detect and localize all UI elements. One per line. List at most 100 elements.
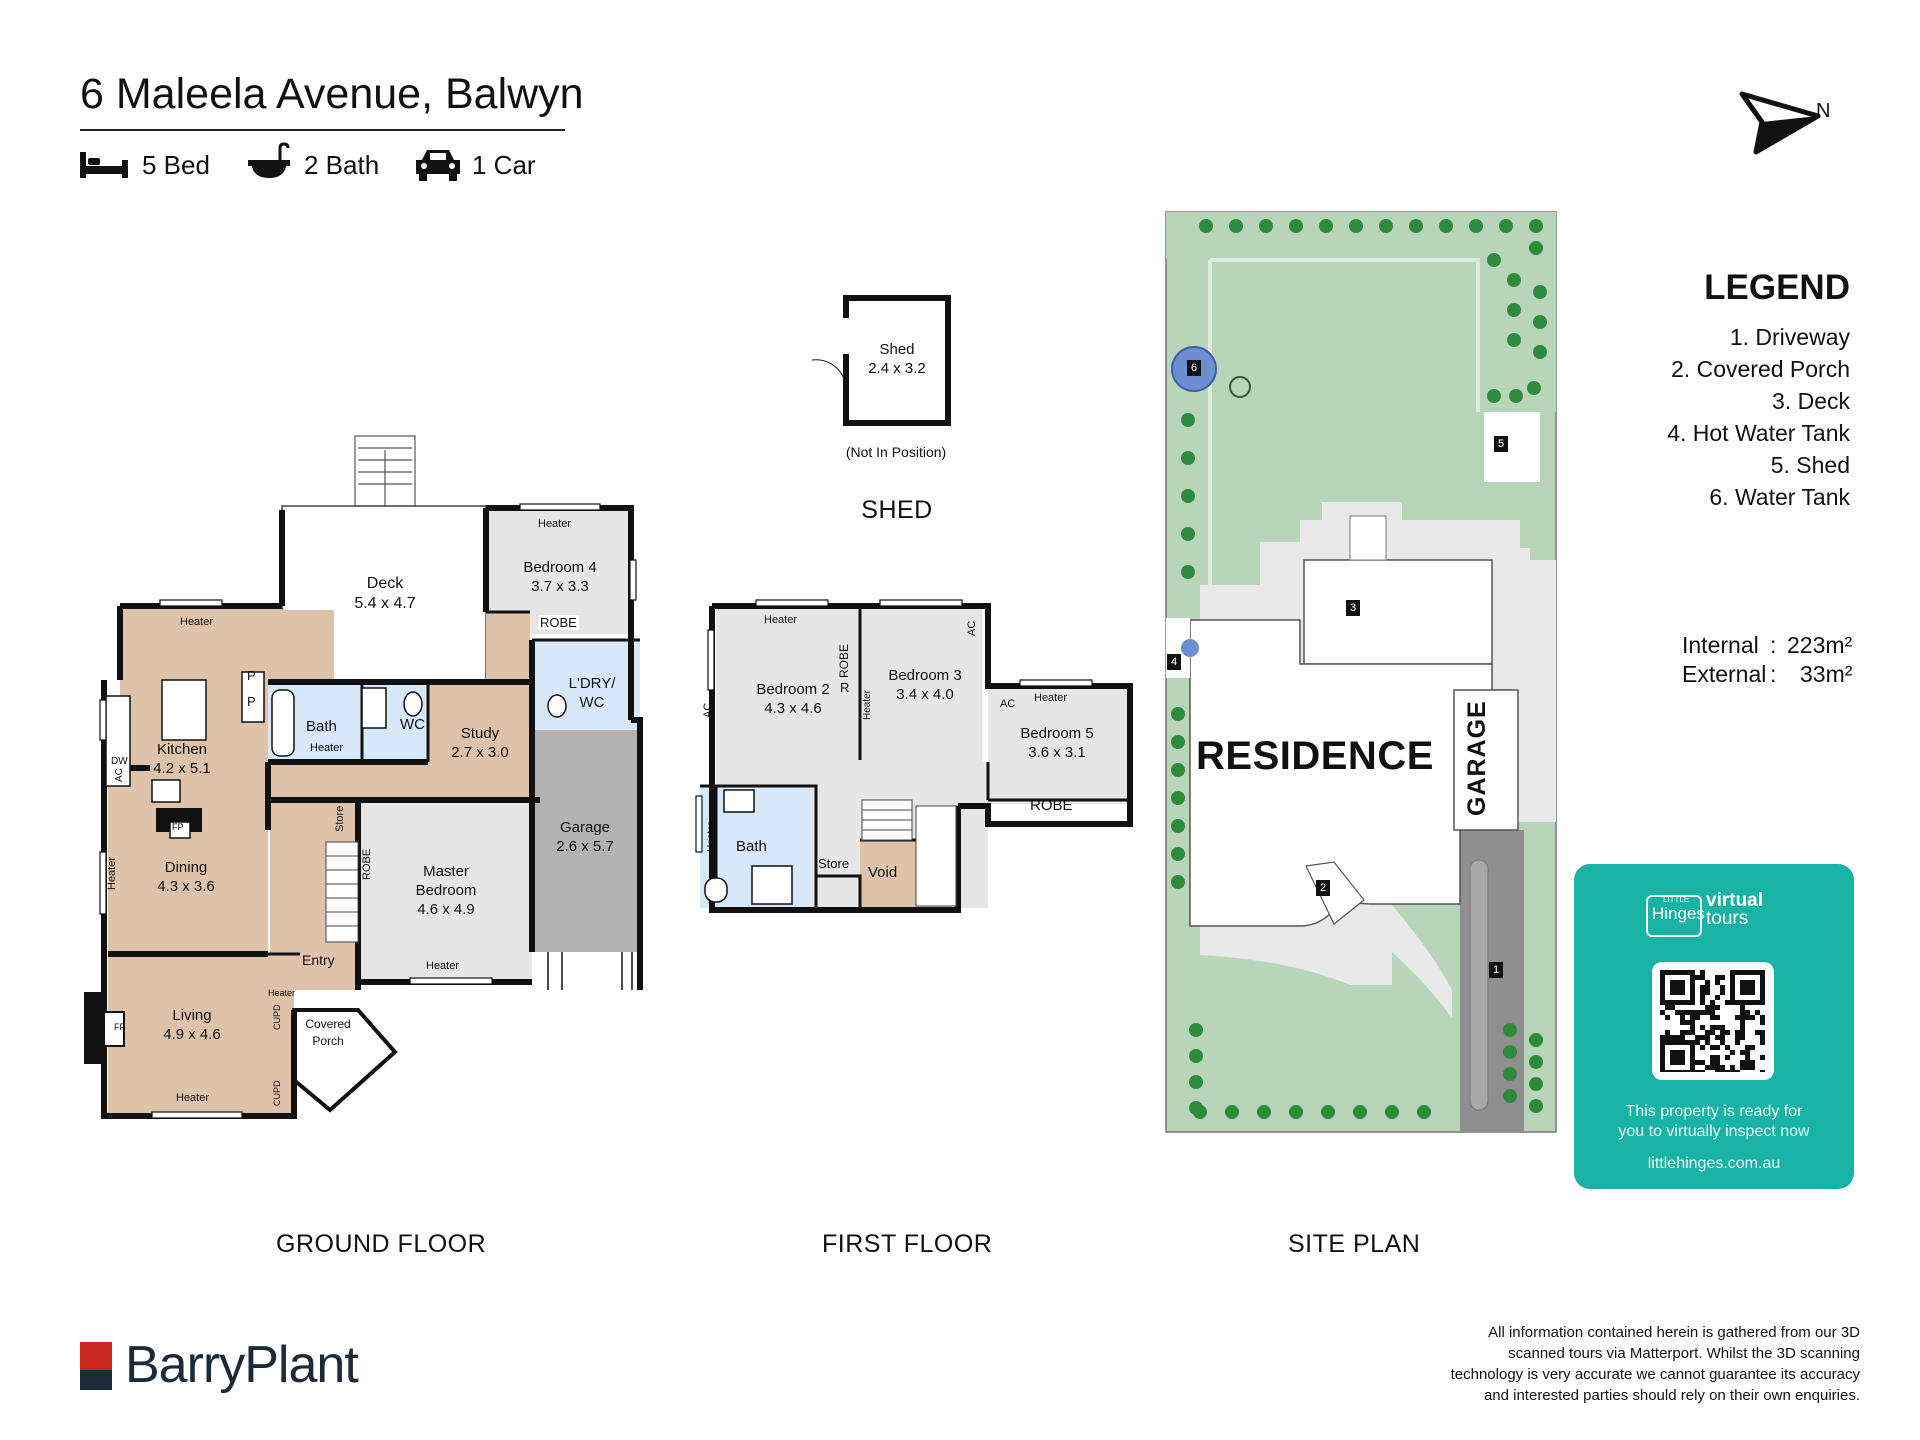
tree-icon [1529,1033,1543,1047]
qr-module [1675,1010,1680,1015]
room-size: 3.4 x 4.0 [896,686,954,703]
qr-module [1690,1000,1695,1005]
qr-module [1675,970,1680,975]
vanity [723,789,755,813]
room-label-wc: WC [400,716,425,733]
qr-code-icon[interactable] [1660,970,1766,1072]
tree-icon [1289,219,1303,233]
qr-module [1690,1070,1695,1072]
qr-module [1760,980,1765,985]
site-marker-1: 1 [1489,962,1503,978]
heater-label: Heater [1034,692,1068,704]
room-size: 5.4 x 4.7 [354,595,416,612]
qr-module [1710,1015,1715,1020]
toilet [547,694,567,718]
qr-module [1660,995,1665,1000]
robe-label: ROBE [538,615,579,630]
heater-label: Heater [106,856,118,890]
room-label-bath: Bath [306,718,337,735]
site-garage [1453,689,1519,831]
qr-module [1690,1015,1695,1020]
qr-module [1675,1000,1680,1005]
cupd-label: CUPD [272,1004,282,1030]
tree-icon [1509,389,1523,403]
tree-icon [1503,1067,1517,1081]
qr-module [1715,1070,1720,1072]
qr-module [1720,1030,1725,1035]
tree-icon [1189,1101,1203,1115]
qr-module [1725,1045,1730,1050]
tree-icon [1409,219,1423,233]
tree-icon [1189,1075,1203,1089]
garden-tree [1229,376,1251,398]
tree-icon [1171,763,1185,777]
tree-icon [1439,219,1453,233]
qr-module [1680,1015,1685,1020]
room-size: 4.3 x 3.6 [157,878,215,895]
lawn-edge [1210,258,1480,412]
room-name: Garage [559,819,611,836]
qr-module [1685,1000,1690,1005]
tree-icon [1487,253,1501,267]
qr-module [1700,1035,1705,1040]
qr-module [1690,1055,1695,1060]
qr-module [1660,975,1665,980]
qr-module [1705,1040,1710,1045]
bathtub [271,689,295,757]
tree-icon [1507,333,1521,347]
room-name: WC [579,694,605,711]
virtual-tour-url[interactable]: littlehinges.com.au [1647,1155,1781,1172]
tree-icon [1349,219,1363,233]
qr-module [1660,1010,1665,1015]
windows [695,599,1093,853]
qr-module [1680,1040,1685,1045]
qr-module [1690,985,1695,990]
qr-module [1670,1005,1675,1010]
site-deck [1303,559,1493,665]
qr-module [1715,1035,1720,1040]
qr-module [1680,970,1685,975]
qr-module [1740,1025,1745,1030]
internal-area-label: Internal [1682,632,1759,658]
qr-module [1750,980,1755,985]
qr-module [1700,975,1705,980]
qr-module [1690,1060,1695,1065]
qr-module [1720,1035,1725,1040]
qr-module [1680,985,1685,990]
qr-module [1720,1070,1725,1072]
qr-module [1730,980,1735,985]
qr-module [1680,1000,1685,1005]
heater-label: Heater [862,689,873,720]
windows [99,503,637,1119]
room-name: Kitchen [156,741,208,758]
room-name: Dining [164,859,208,876]
living-floor [108,954,294,1116]
qr-module [1710,1060,1715,1065]
hinges-brand: Hinges [1652,904,1705,923]
tree-icon [1527,381,1541,395]
qr-module [1705,1065,1710,1070]
room-size: 3.6 x 3.1 [1028,744,1086,761]
qr-module [1680,1010,1685,1015]
qr-module [1760,975,1765,980]
qr-module [1715,995,1720,1000]
qr-module [1690,1040,1695,1045]
pantry [241,671,265,723]
laundry-floor [532,640,640,730]
barry-plant-logo-icon [80,1370,112,1390]
legend-title: LEGEND [1704,268,1850,307]
shed-walls [843,295,951,426]
qr-module [1660,1050,1665,1055]
qr-module [1675,985,1680,990]
qr-module [1760,1030,1765,1035]
qr-module [1700,1070,1705,1072]
qr-module [1705,1035,1710,1040]
room-label-bath: Bath [736,838,767,855]
qr-module [1705,1010,1710,1015]
qr-module [1705,1005,1710,1010]
robe-label: ROBE [837,643,851,678]
qr-module [1750,1045,1755,1050]
qr-module [1745,985,1750,990]
bed-count: 5 Bed [142,150,210,180]
qr-module [1740,990,1745,995]
